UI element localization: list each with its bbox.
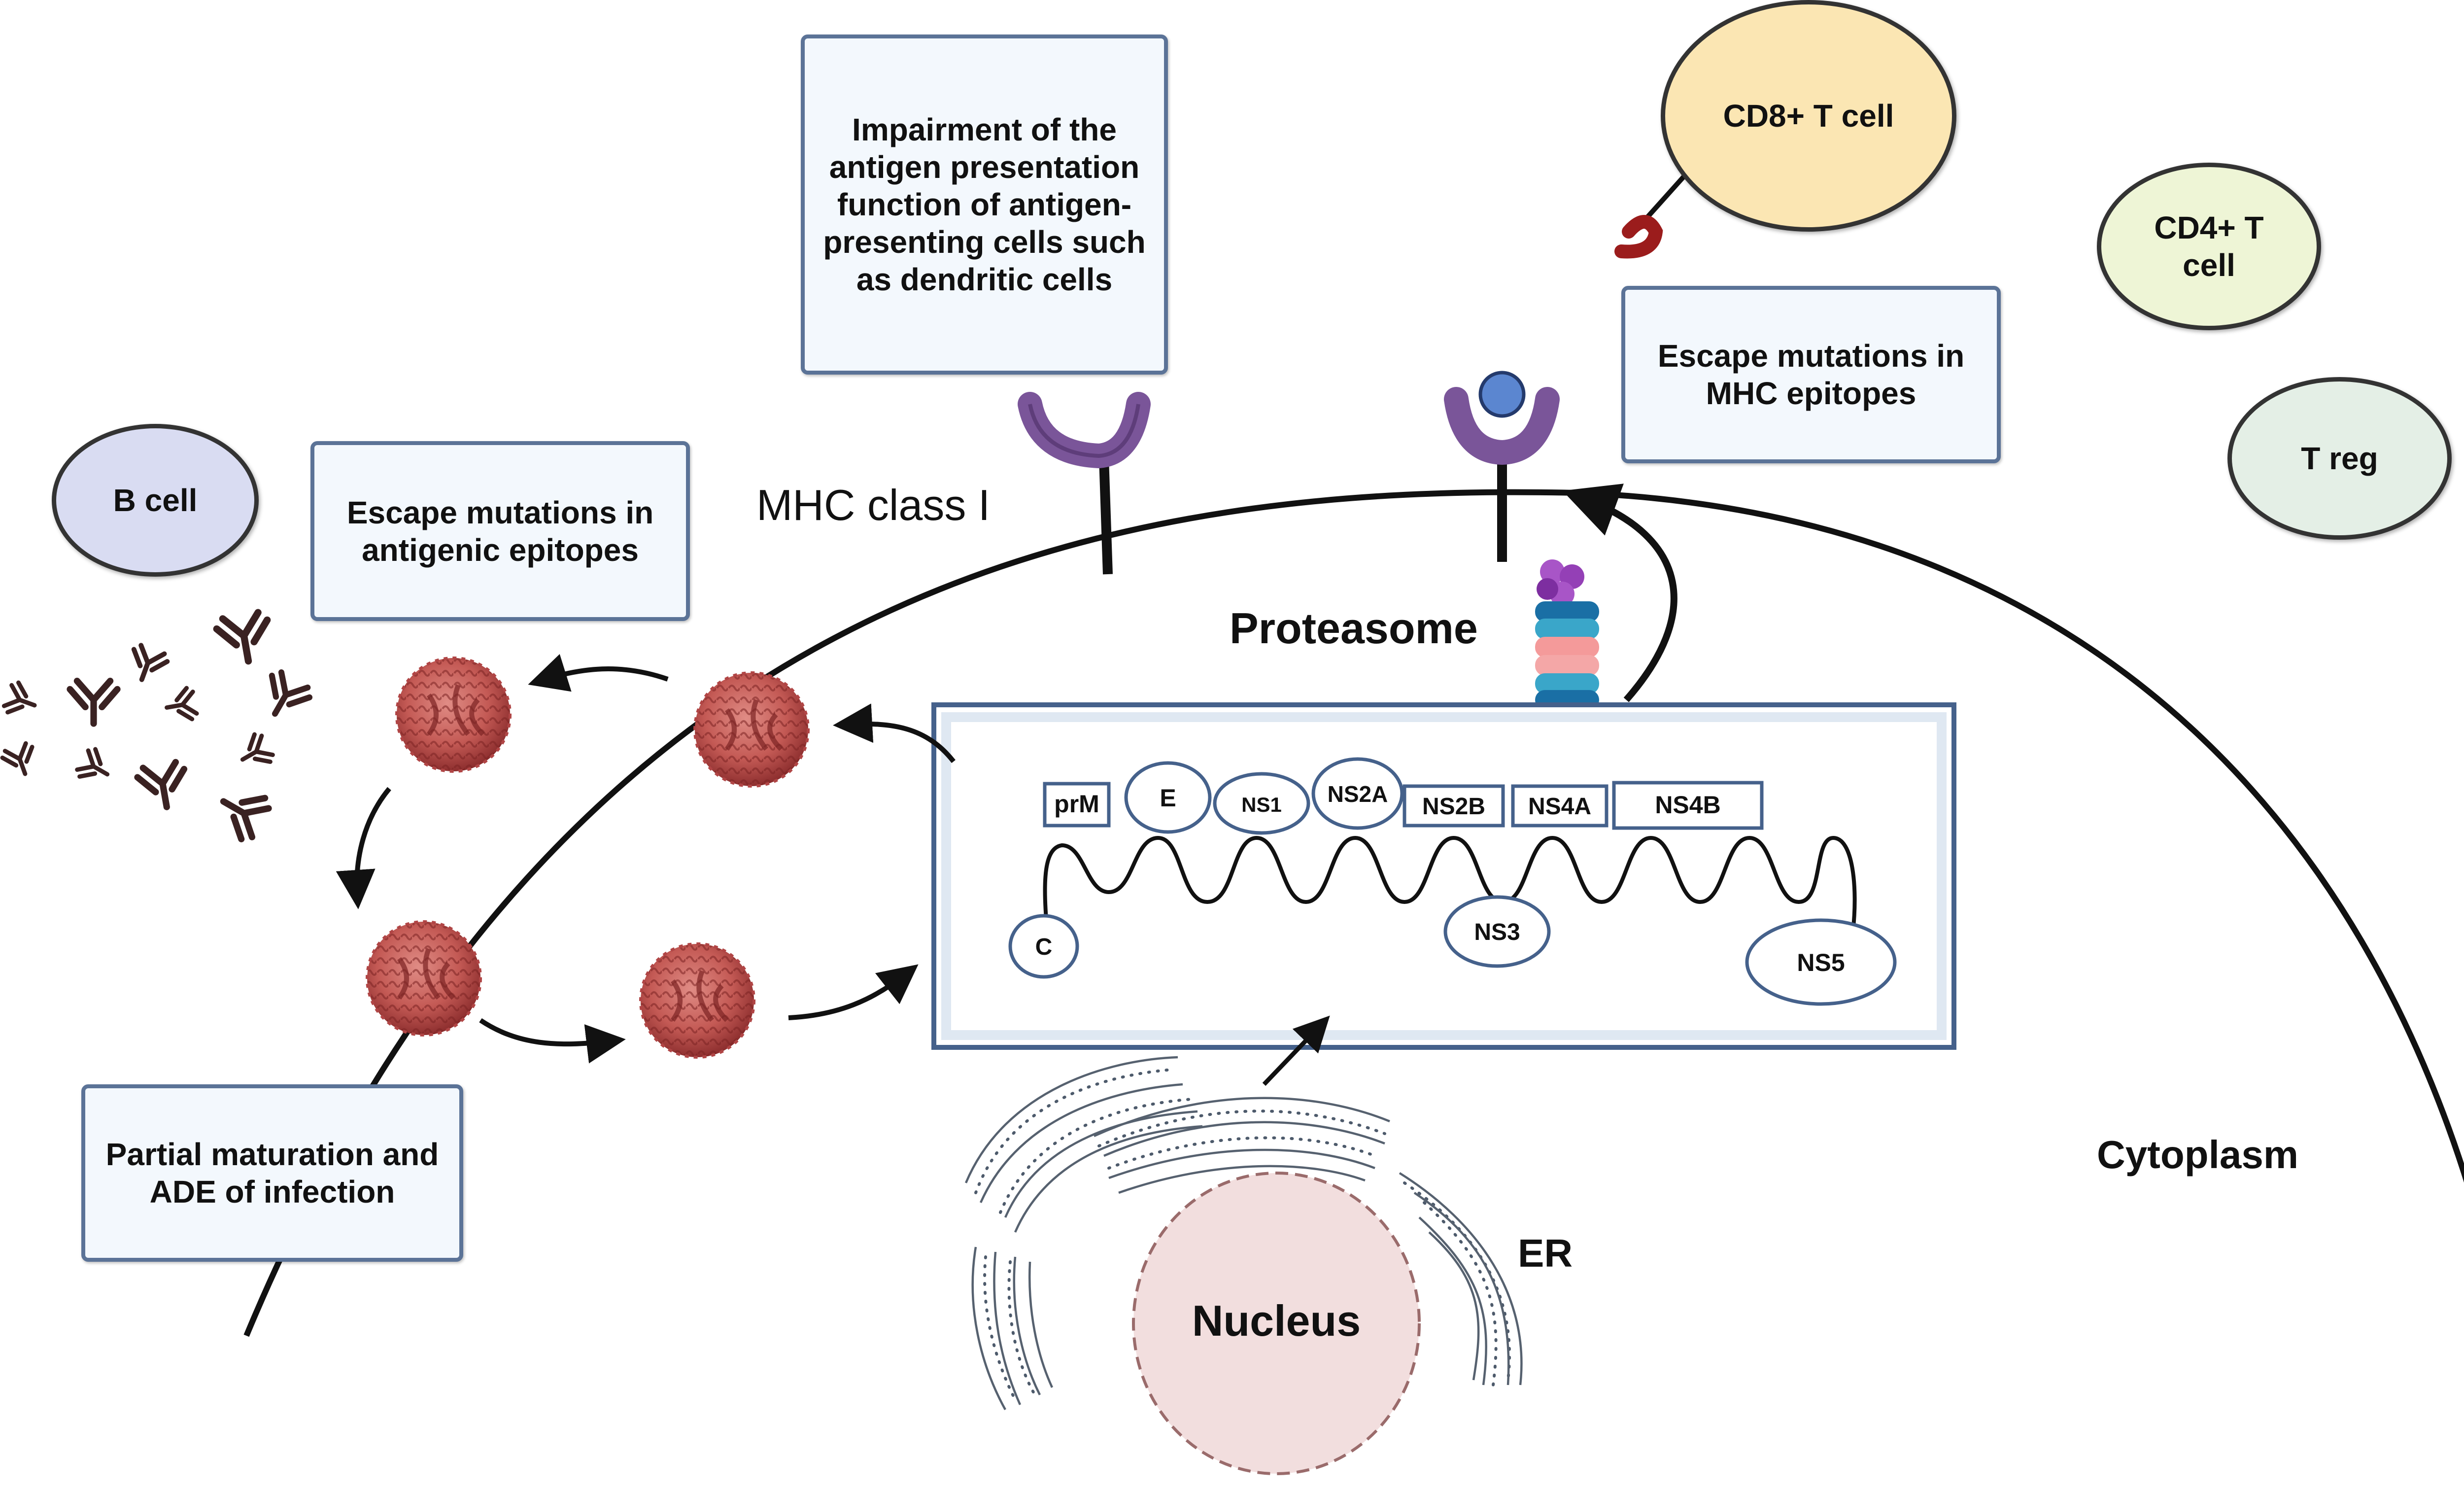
treg-cell: T reg [2227,377,2452,540]
er-label: ER [1518,1231,1573,1275]
mhc-escape-box: Escape mutations in MHC epitopes [1621,286,2001,463]
cell-membrane [243,489,2464,1337]
arrow-box-to-virion2 [833,703,956,763]
virion-2 [695,673,808,786]
virion-3 [367,922,480,1035]
cytoplasm-label: Cytoplasm [2097,1133,2298,1177]
apc-impairment-text: Impairment of the antigen presentation f… [823,112,1146,297]
protein-prm: prM [1043,782,1111,828]
ade-box: Partial maturation and ADE of infection [81,1084,463,1262]
protein-ns4b-label: NS4B [1655,791,1720,819]
virion-1 [397,658,510,771]
er-membranes [964,1056,1523,1411]
mhc-escape-text: Escape mutations in MHC epitopes [1657,338,1965,411]
arrow-virion1-to-virion3 [336,787,391,909]
protein-ns5: NS5 [1745,918,1897,1006]
apc-impairment-box: Impairment of the antigen presentation f… [801,35,1168,375]
treg-cell-label: T reg [2301,441,2378,476]
antigenic-escape-box: Escape mutations in antigenic epitopes [310,441,690,621]
antigenic-escape-text: Escape mutations in antigenic epitopes [346,494,654,568]
arrow-virion2-to-virion1 [528,654,669,692]
proteasome-label: Proteasome [1230,604,1478,653]
b-cell: B cell [52,424,259,577]
nucleus-label: Nucleus [1192,1296,1361,1345]
protein-e: E [1124,761,1212,834]
protein-ns3-label: NS3 [1474,919,1520,945]
protein-ns4a-label: NS4A [1528,794,1591,820]
protein-c-label: C [1035,934,1053,960]
protein-ns1: NS1 [1213,772,1310,835]
protein-ns4a: NS4A [1511,784,1608,828]
cd4-t-cell-label: CD4+ T cell [2154,210,2264,283]
protein-ns2a: NS2A [1311,757,1404,830]
protein-ns3: NS3 [1443,895,1551,968]
virion-4 [641,944,754,1057]
mhc-receptor-right [1444,371,1560,562]
protein-e-label: E [1160,784,1176,812]
arrow-er-to-polyprotein [1262,1015,1330,1086]
protein-prm-label: prM [1054,790,1099,818]
cd4-t-cell: CD4+ T cell [2097,163,2321,330]
cd8-t-cell: CD8+ T cell [1661,0,1956,232]
mhc-receptor-left [1018,392,1151,575]
presentation-arrow [1562,484,1677,702]
arrow-virion3-to-virion4 [479,1018,626,1064]
protein-ns2b: NS2B [1403,784,1505,828]
nucleus [1132,1172,1421,1475]
mhc-class-label: MHC class I [756,481,990,529]
protein-ns2b-label: NS2B [1422,794,1485,820]
arrow-virion4-to-box [788,964,919,1020]
protein-ns2a-label: NS2A [1328,781,1388,807]
antibody-cluster [0,611,313,843]
polyprotein-wave [1043,835,1857,932]
b-cell-label: B cell [113,483,198,518]
cd8-t-cell-label: CD8+ T cell [1723,98,1894,134]
er-icon [974,1068,1511,1401]
protein-ns4b: NS4B [1612,781,1764,830]
ade-text: Partial maturation and ADE of infection [105,1137,439,1210]
protein-ns5-label: NS5 [1797,949,1845,976]
protein-c: C [1008,914,1079,979]
protein-ns1-label: NS1 [1241,793,1282,816]
